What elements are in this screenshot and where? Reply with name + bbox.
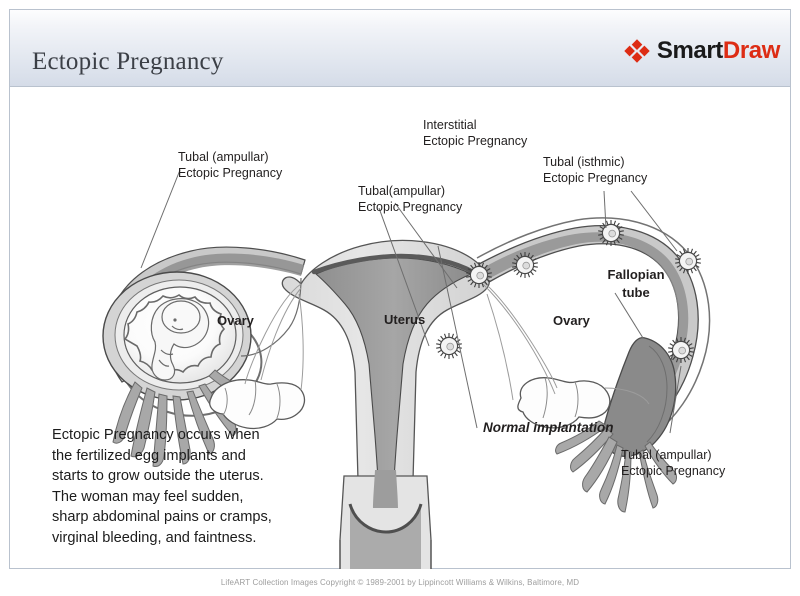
label-normal-implantation: Normal implantation	[483, 420, 614, 435]
fetus-figure	[150, 298, 210, 381]
right-ovary	[517, 377, 611, 429]
smartdraw-diamond-icon	[624, 39, 650, 63]
endometrium-line	[311, 253, 476, 275]
logo-text-draw: Draw	[722, 37, 780, 64]
cervix-vagina	[339, 470, 432, 569]
logo-text-smart: Smart	[656, 37, 723, 64]
right-distal-ampulla	[602, 336, 677, 457]
footer-copyright: LifeART Collection Images Copyright © 19…	[220, 578, 580, 587]
smartdraw-wordmark: SmartDraw	[656, 37, 781, 64]
label-ovary-right: Ovary	[553, 313, 590, 328]
label-ovary-left: Ovary	[217, 313, 254, 328]
label-interstitial: Interstitial Ectopic Pregnancy	[423, 118, 528, 148]
left-mesosalpinx	[244, 283, 304, 391]
left-ovary	[209, 379, 306, 430]
left-fallopian-tube	[102, 246, 306, 417]
page-title: Ectopic Pregnancy	[32, 48, 224, 75]
smartdraw-logo[interactable]: SmartDraw	[624, 38, 780, 64]
right-mesosalpinx	[480, 279, 650, 405]
label-right-tubal-isthmic: Tubal (isthmic) Ectopic Pregnancy	[543, 155, 648, 185]
label-center-tubal-ampullar: Tubal(ampullar) Ectopic Pregnancy	[358, 184, 463, 214]
uterine-cavity	[314, 257, 473, 495]
label-right-tubal-ampullar: Tubal (ampullar) Ectopic Pregnancy	[621, 448, 726, 478]
leader-lines	[140, 169, 682, 434]
right-fimbriae	[555, 420, 677, 513]
anatomy-illustration	[102, 169, 711, 569]
slide-header: Ectopic Pregnancy	[9, 9, 791, 87]
label-fallopian-tube: Fallopian tube	[607, 267, 665, 300]
description-text: Ectopic Pregnancy occurs when the fertil…	[52, 427, 276, 546]
label-left-tubal-ampullar: Tubal (ampullar) Ectopic Pregnancy	[178, 150, 283, 180]
label-uterus: Uterus	[384, 312, 426, 327]
